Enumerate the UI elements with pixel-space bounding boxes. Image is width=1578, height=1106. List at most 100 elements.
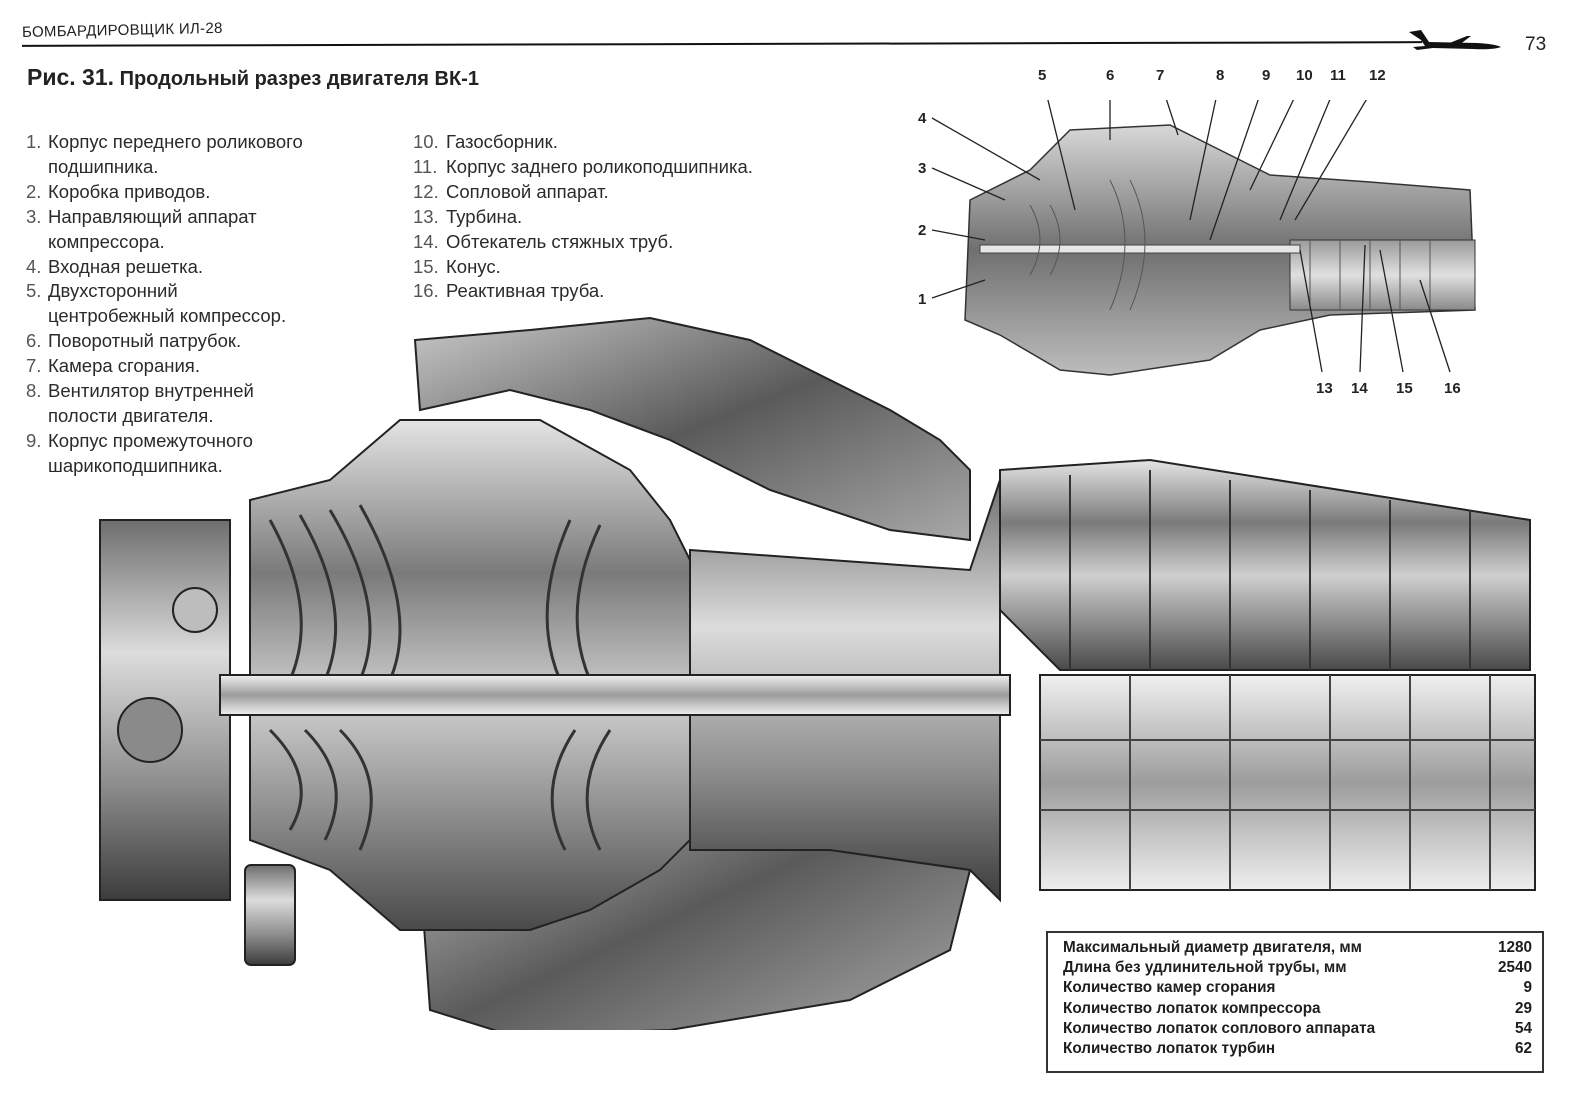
legend-item-number: 5. xyxy=(26,280,42,302)
legend-item-number: 1. xyxy=(26,131,42,152)
legend-item-text: Реактивная труба. xyxy=(446,280,605,302)
callout-1: 1 xyxy=(918,291,927,308)
legend-item-number: 10. xyxy=(413,131,439,152)
legend-item-number: 12. xyxy=(413,180,439,202)
gearbox-gear xyxy=(172,587,218,633)
legend-item: 4.Входная решетка. xyxy=(26,255,386,280)
main-shaft xyxy=(219,674,1011,716)
legend-item-text: Сопловой аппарат. xyxy=(446,180,609,202)
legend-item-text: Входная решетка. xyxy=(48,255,204,277)
spec-value: 1280 xyxy=(1497,939,1532,956)
legend-item-number: 11. xyxy=(413,155,438,177)
spec-row: Количество камер сгорания 9 xyxy=(1063,978,1532,998)
spec-label: Количество лопаток турбин xyxy=(1063,1040,1276,1058)
callout-9: 9 xyxy=(1262,67,1271,84)
legend-item-text: Направляющий аппарат xyxy=(48,205,257,227)
legend-item-text: Коробка приводов. xyxy=(48,180,211,202)
legend-item-text: шарикоподшипника. xyxy=(48,454,223,476)
spec-row: Количество лопаток компрессора 29 xyxy=(1063,999,1532,1019)
legend-item: 2. Коробка приводов. xyxy=(26,180,386,205)
callout-7: 7 xyxy=(1156,67,1165,84)
callout-8: 8 xyxy=(1216,67,1225,84)
legend-item: 3. Направляющий аппарат компрессора. xyxy=(26,205,386,255)
legend-item-text: подшипника. xyxy=(48,155,159,177)
legend-item: 5. Двухсторонний центробежный компрессор. xyxy=(26,279,386,329)
spec-value: 2540 xyxy=(1497,959,1532,977)
page-number: 73 xyxy=(1525,34,1547,55)
callout-5: 5 xyxy=(1038,67,1047,84)
callout-3: 3 xyxy=(918,160,927,177)
legend-item-text: компрессора. xyxy=(48,230,165,252)
spec-value: 29 xyxy=(1514,999,1532,1017)
callout-14: 14 xyxy=(1351,380,1368,397)
legend-item: 10. Газосборник. xyxy=(413,130,833,155)
legend-item-number: 13. xyxy=(413,205,439,227)
legend-item: 12. Сопловой аппарат. xyxy=(413,180,833,205)
callout-4: 4 xyxy=(918,110,927,127)
legend-item-text: Корпус переднего роликового xyxy=(48,131,303,152)
legend-item: 1. Корпус переднего роликового подшипника. xyxy=(26,130,386,180)
overview-shaft xyxy=(979,244,1301,254)
figure-number: Рис. 31. xyxy=(27,64,115,90)
legend-item-number: 2. xyxy=(26,180,42,202)
legend-item: 6.Поворотный патрубок. xyxy=(26,329,386,354)
spec-value: 62 xyxy=(1514,1040,1532,1058)
legend-item: 14. Обтекатель стяжных труб. xyxy=(413,230,833,255)
legend-item-text: Газосборник. xyxy=(446,131,558,152)
callout-12: 12 xyxy=(1369,67,1386,84)
gearbox-gear xyxy=(117,697,183,763)
spec-value: 54 xyxy=(1514,1019,1532,1037)
legend-item-text: Турбина. xyxy=(446,205,523,227)
legend-item-text: Камера сгорания. xyxy=(48,355,200,377)
spec-row: Количество лопаток турбин 62 xyxy=(1063,1039,1532,1059)
legend-item: 11. Корпус заднего роликоподшипника. xyxy=(413,155,833,180)
callout-15: 15 xyxy=(1396,380,1413,397)
spec-row: Количество лопаток соплового аппарата 54 xyxy=(1063,1019,1532,1039)
engine-cutaway-illustration xyxy=(99,316,1536,1030)
legend-item-number: 14. xyxy=(413,230,439,252)
legend-item-number: 9. xyxy=(26,429,42,451)
legend-item: 15. Конус. xyxy=(413,255,833,280)
overview-jetpipe xyxy=(1289,239,1476,311)
legend-item: 13. Турбина. xyxy=(413,205,833,230)
legend-item-number: 8. xyxy=(26,380,42,402)
spec-label: Количество лопаток соплового аппарата xyxy=(1063,1019,1376,1037)
legend-column-2: 10. Газосборник. 11. Корпус заднего роликоп… xyxy=(413,130,833,304)
figure-caption: Рис. 31. Продольный разрез двигателя ВК-… xyxy=(27,64,479,91)
legend-item-text: Корпус заднего роликоподшипника. xyxy=(446,155,753,177)
running-title: БОМБАРДИРОВЩИК ИЛ-28 xyxy=(21,19,223,41)
spec-label: Количество лопаток компрессора xyxy=(1063,999,1321,1017)
jet-pipe-upper xyxy=(999,458,1531,671)
legend-item: 9. Корпус промежуточного шарикоподшипника. xyxy=(26,429,386,479)
spec-row: Максимальный диаметр двигателя, мм 1280 xyxy=(1063,938,1532,958)
spec-row: Длина без удлинительной трубы, мм 2540 xyxy=(1063,958,1532,978)
spec-label: Длина без удлинительной трубы, мм xyxy=(1063,959,1347,977)
legend-item-number: 15. xyxy=(413,255,439,277)
page-header: БОМБАРДИРОВЩИК ИЛ-28 xyxy=(21,19,1501,52)
legend-item-text: Корпус промежуточного xyxy=(48,429,253,451)
callout-2: 2 xyxy=(918,222,927,239)
legend-item-number: 16. xyxy=(413,280,439,302)
engine-overview-drawing xyxy=(931,100,1476,376)
legend-item-number: 3. xyxy=(26,205,42,227)
legend-column-1: 1. Корпус переднего роликового подшипника.… xyxy=(26,130,386,479)
legend-item-text: Обтекатель стяжных труб. xyxy=(446,230,674,252)
legend-item: 16. Реактивная труба. xyxy=(413,279,833,304)
header-rule xyxy=(21,41,1423,47)
callout-13: 13 xyxy=(1316,380,1333,397)
legend-item-text: Вентилятор внутренней xyxy=(48,380,254,402)
callout-6: 6 xyxy=(1106,67,1115,84)
legend-item-text: Конус. xyxy=(446,255,501,277)
combustion-chamber-upper xyxy=(413,316,971,542)
spec-label: Максимальный диаметр двигателя, мм xyxy=(1063,939,1362,956)
callout-16: 16 xyxy=(1444,380,1461,397)
legend-item-text: Двухсторонний xyxy=(48,280,178,302)
legend-item-text: центробежный компрессор. xyxy=(48,305,287,327)
spec-value: 9 xyxy=(1523,979,1532,997)
figure-title: Продольный разрез двигателя ВК-1 xyxy=(119,68,479,90)
legend-item-number: 7. xyxy=(26,355,42,377)
spec-label: Количество камер сгорания xyxy=(1063,979,1276,997)
filter-canister xyxy=(244,864,296,966)
